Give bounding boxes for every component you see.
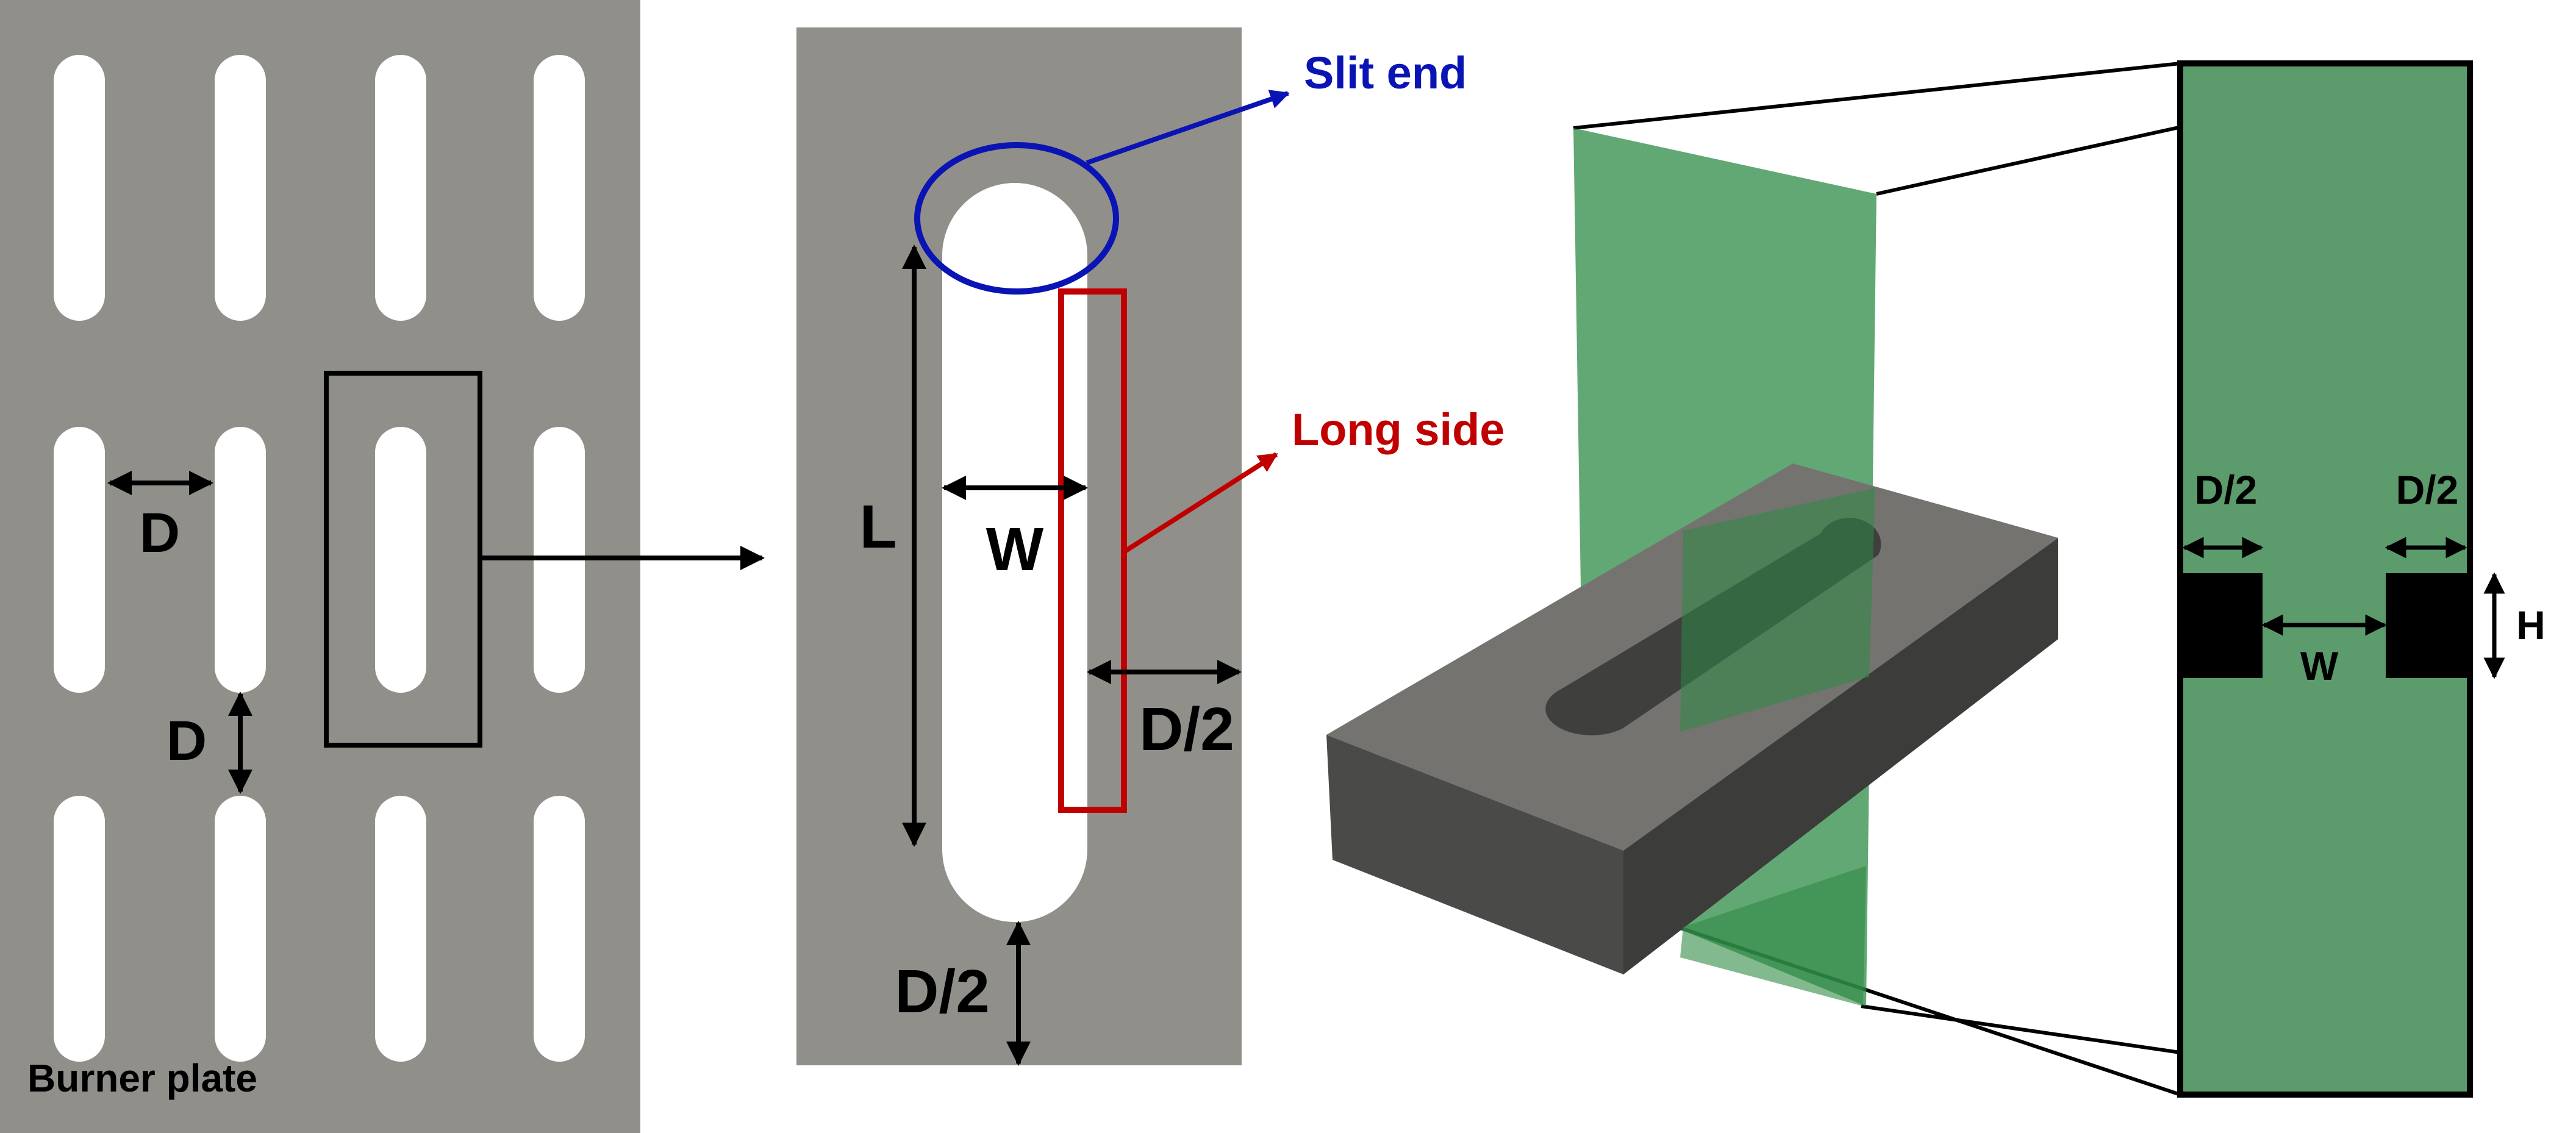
slit-end-leader bbox=[1086, 90, 1290, 165]
slot bbox=[54, 55, 105, 321]
spacing-label-horizontal: D bbox=[140, 502, 180, 564]
half-spacing-label-right: D/2 bbox=[2396, 467, 2459, 512]
slot bbox=[215, 796, 266, 1062]
burner-plate-caption: Burner plate bbox=[27, 1056, 257, 1100]
block-right-face bbox=[1623, 538, 2058, 974]
long-side-leader bbox=[1122, 452, 1278, 554]
domain-3d-panel: D/2 D/2 W H bbox=[1326, 60, 2546, 1098]
wall-block-right bbox=[2386, 573, 2467, 678]
long-side-label: Long side bbox=[1292, 404, 1504, 455]
length-label: L bbox=[859, 493, 896, 561]
half-spacing-label-side: D/2 bbox=[1139, 695, 1234, 763]
half-spacing-label-bottom: D/2 bbox=[895, 957, 990, 1026]
slot bbox=[215, 55, 266, 321]
cut-plane-lower bbox=[1680, 866, 1866, 1006]
slit-end-label: Slit end bbox=[1304, 48, 1467, 98]
slot bbox=[534, 796, 585, 1062]
slot bbox=[375, 55, 426, 321]
slot bbox=[215, 427, 266, 693]
slit-detail-panel: Slit end Long side L W D/2 D/2 bbox=[796, 27, 1504, 1066]
cut-plane-front bbox=[1680, 488, 1875, 732]
height-label: H bbox=[2516, 602, 2546, 648]
burner-plate-panel: D D Burner plate bbox=[0, 0, 765, 1133]
slot bbox=[375, 427, 426, 693]
slot bbox=[375, 796, 426, 1062]
block-front-face bbox=[1326, 735, 1623, 974]
wall-block-left bbox=[2183, 573, 2263, 678]
slit-end-marker bbox=[914, 142, 1119, 295]
projection-line bbox=[1573, 62, 2181, 130]
width-label-section: W bbox=[2300, 643, 2339, 688]
slot bbox=[54, 796, 105, 1062]
width-label: W bbox=[986, 515, 1044, 584]
slot-grid bbox=[54, 55, 585, 1062]
slit-opening bbox=[942, 183, 1087, 922]
spacing-label-vertical: D bbox=[166, 710, 207, 772]
half-spacing-label-left: D/2 bbox=[2195, 467, 2258, 512]
slot bbox=[534, 55, 585, 321]
slot bbox=[54, 427, 105, 693]
